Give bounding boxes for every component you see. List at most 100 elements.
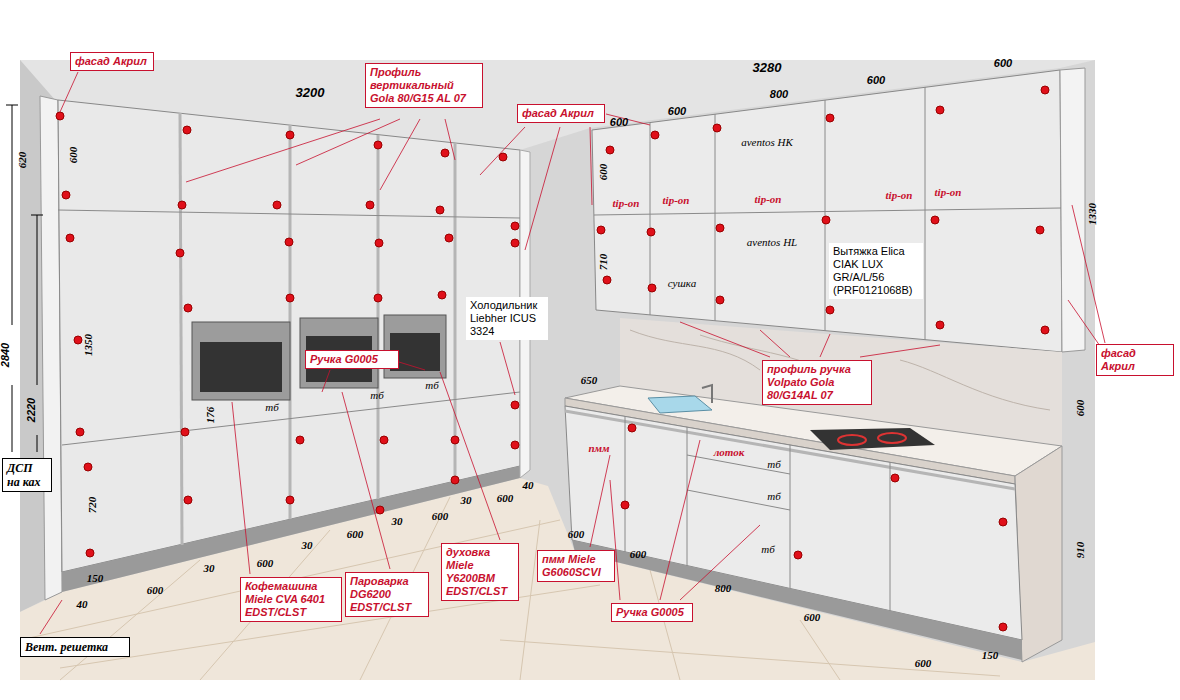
fixing-dot: [285, 238, 293, 246]
leader-line: [525, 127, 560, 250]
node-text: профиль ручка Volpato Gola 80/G14AL 07: [767, 363, 867, 402]
fixing-dot: [603, 276, 611, 284]
door-split: [58, 210, 520, 218]
dimension-label: 176: [204, 407, 216, 424]
dimension-label: 600: [497, 492, 514, 504]
dimension-tick: [6, 105, 18, 106]
door-split: [825, 100, 826, 331]
dimension-label: 600: [597, 164, 609, 181]
fitting-note: tip-on: [886, 189, 913, 201]
leader-line: [610, 480, 620, 600]
fixing-dot: [184, 496, 192, 504]
note-box: ДСП на ках: [2, 458, 52, 492]
part-note: сушка: [668, 277, 696, 289]
dimension-label: 40: [77, 598, 88, 610]
fixing-dot: [286, 496, 294, 504]
vein: [630, 330, 760, 370]
tile-line: [800, 620, 840, 680]
dimension-label: 600: [915, 657, 932, 669]
leader-line: [232, 402, 250, 574]
leader-line: [342, 392, 390, 569]
fixing-dot: [438, 291, 446, 299]
sink: [648, 396, 712, 413]
fixing-dot: [56, 112, 64, 120]
dimension-label: 600: [147, 584, 164, 596]
fixing-dot: [499, 153, 507, 161]
fixing-dot: [511, 222, 519, 230]
leader-line: [322, 370, 330, 392]
fitting-note: пмм: [588, 442, 609, 454]
leader-lines: [40, 72, 1105, 634]
fixing-dot: [826, 306, 834, 314]
leader-line: [1068, 300, 1100, 346]
fixing-dot: [999, 623, 1007, 631]
fixing-dot: [822, 216, 830, 224]
callout-box: Ручка G0005: [611, 603, 693, 622]
leader-line: [500, 342, 515, 395]
dimension-label: 600: [867, 74, 885, 86]
dimension-label: 600: [668, 105, 686, 117]
tile-line: [500, 640, 1000, 676]
dimension-label: 1330: [1086, 203, 1098, 225]
leader-line: [1072, 205, 1105, 343]
leader-line: [296, 119, 400, 165]
node-text: Вент. решетка: [25, 640, 125, 654]
leader-line: [399, 362, 425, 370]
leader-line: [760, 330, 790, 357]
door-splits: [594, 87, 1061, 340]
fixing-dot: [931, 216, 939, 224]
part-note: aventos HK: [741, 136, 793, 148]
fixing-dot: [296, 436, 304, 444]
door-split: [687, 427, 688, 566]
callout-box: фасад Акрил: [1096, 344, 1174, 376]
fixing-dot: [375, 239, 383, 247]
dimension-label: 600: [67, 147, 79, 164]
leader-line: [860, 345, 940, 357]
dimension-label: 150: [87, 572, 104, 584]
node-text: Кофемашина Miele CVA 6401 EDST/CLST: [245, 580, 337, 619]
dimension-line: [37, 435, 38, 452]
dimension-label: 1350: [82, 334, 94, 356]
fixing-dot: [651, 131, 659, 139]
fixing-dot: [366, 201, 374, 209]
hob: [810, 428, 935, 450]
dimension-label: 710: [597, 254, 609, 271]
door-splits: [625, 416, 890, 611]
door-split: [594, 208, 1061, 215]
fixing-dot: [628, 424, 636, 432]
callout-box: Кофемашина Miele CVA 6401 EDST/CLST: [240, 577, 342, 622]
door-split: [715, 114, 716, 321]
node-text: фасад Акрил: [522, 107, 600, 120]
plinth: [572, 540, 1022, 660]
appliance-body: [192, 322, 290, 400]
gola-profiles: [180, 113, 455, 545]
dimension-label: 910: [1074, 542, 1086, 559]
fixing-dot: [511, 441, 519, 449]
fixing-dot: [184, 304, 192, 312]
gola-profile: [377, 135, 380, 499]
node-text: Ручка G0005: [310, 353, 394, 366]
fixing-dot: [74, 336, 82, 344]
fixing-dot: [62, 191, 70, 199]
leader-line: [680, 525, 760, 600]
dimension-label: 3280: [753, 60, 782, 75]
node-text: Ручка G0005: [616, 606, 688, 619]
appliance-label: Вытяжка Elica CIAK LUX GR/A/L/56 (PRF012…: [829, 243, 923, 299]
door-split: [925, 87, 926, 340]
upper-end-panel: [1060, 68, 1085, 352]
callout-box: пмм Miele G6060SCVI: [537, 550, 615, 582]
note-box: Вент. решетка: [20, 637, 130, 657]
node-text: фасад Акрил: [75, 55, 149, 68]
fixing-dot: [794, 551, 802, 559]
fixing-dot: [716, 296, 724, 304]
fixing-dot: [380, 436, 388, 444]
door-split: [62, 392, 520, 445]
fixing-dot: [621, 501, 629, 509]
fixing-dot: [1041, 86, 1049, 94]
gola-profile: [454, 143, 457, 481]
node-text: духовка Miele Y6200BM EDST/CLST: [446, 546, 514, 598]
fitting-note: tip-on: [755, 193, 782, 205]
leader-line: [590, 127, 592, 205]
leader-line: [40, 600, 62, 634]
dimension-tick: [31, 215, 43, 216]
